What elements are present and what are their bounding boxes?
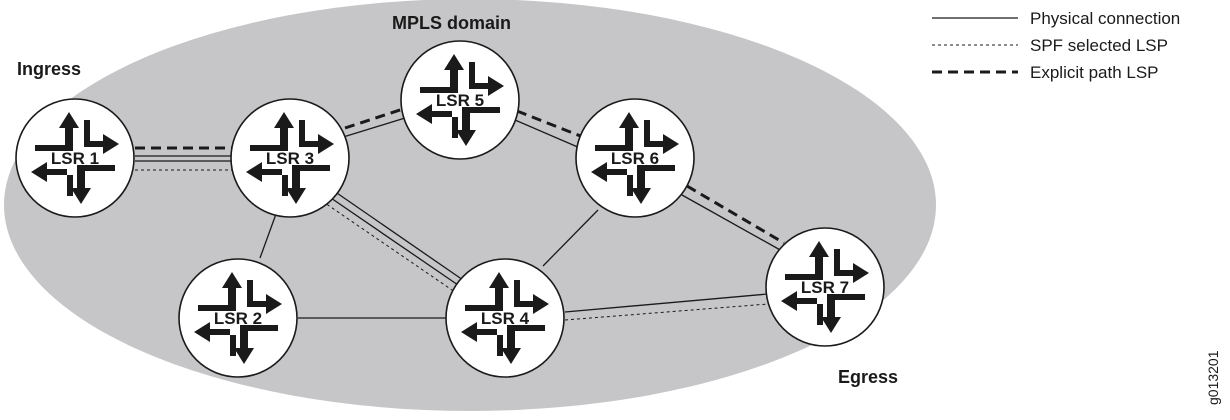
router-label: LSR 5 [436,91,484,110]
spf-lsr3-lsr4 [321,200,453,291]
spf-lsr4-lsr7 [564,303,769,321]
figure-id: g013201 [1205,350,1221,405]
link-lsr3-lsr5 [339,117,406,139]
router-label: LSR 7 [801,278,849,297]
link-lsr4-lsr6 [542,209,599,267]
legend-label-physical: Physical connection [1030,9,1180,28]
router-label: LSR 4 [481,309,530,328]
legend: Physical connection SPF selected LSP Exp… [932,9,1180,82]
link-lsr3-lsr2 [259,213,277,259]
router-lsr2: LSR 2 [178,258,298,378]
explicit-lsr6-lsr7 [686,184,785,245]
explicit-lsr5-lsr6 [516,109,584,139]
router-lsr7: LSR 7 [765,227,885,347]
egress-label: Egress [838,367,898,387]
link-lsr5-lsr6 [514,119,581,149]
router-label: LSR 2 [214,309,262,328]
router-label: LSR 3 [266,149,314,168]
ingress-label: Ingress [17,59,81,79]
legend-label-explicit: Explicit path LSP [1030,63,1159,82]
link-lsr6-lsr7 [681,194,783,252]
router-lsr5: LSR 5 [400,40,520,160]
domain-label: MPLS domain [392,13,511,33]
router-label: LSR 1 [51,149,99,168]
physical-links [135,117,783,319]
explicit-lsp-path [135,107,785,245]
router-lsr6: LSR 6 [575,98,695,218]
router-lsr3: LSR 3 [230,98,350,218]
link-lsr3-lsr4-b [333,190,464,281]
router-label: LSR 6 [611,149,659,168]
link-lsr4-lsr7 [564,293,769,313]
explicit-lsr3-lsr5 [344,107,404,130]
spf-lsp-path [135,169,769,321]
router-lsr1: LSR 1 [15,98,135,218]
router-lsr4: LSR 4 [445,258,565,378]
link-lsr3-lsr4-a [327,195,459,286]
legend-label-spf: SPF selected LSP [1030,36,1168,55]
